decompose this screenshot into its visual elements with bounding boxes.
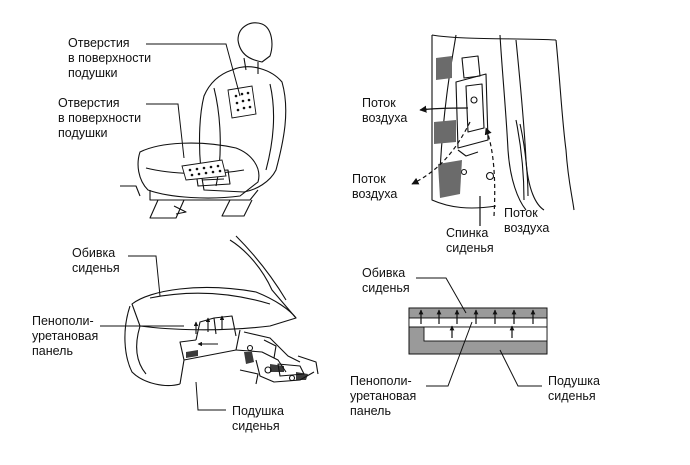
- seatback-dark-patches: [434, 56, 462, 198]
- label-line: сиденья: [232, 419, 280, 433]
- label-section-foam: Пенополи- уретановая панель: [350, 374, 416, 419]
- hole-dots: [188, 91, 252, 177]
- label-line: воздуха: [504, 221, 550, 235]
- label-line: Спинка: [446, 226, 489, 240]
- label-line: Обивка: [362, 266, 406, 280]
- label-line: панель: [32, 344, 73, 358]
- label-line: Отверстия: [58, 96, 120, 110]
- label-line: Обивка: [72, 246, 116, 260]
- label-line: сиденья: [72, 261, 120, 275]
- label-line: Отверстия: [68, 36, 130, 50]
- label-airflow-out-lower: Поток воздуха: [352, 172, 397, 202]
- label-line: Подушка: [548, 374, 600, 388]
- label-line: воздуха: [362, 111, 408, 125]
- label-line: сиденья: [362, 281, 410, 295]
- cross-section-arrows: [418, 309, 536, 338]
- cross-section-illustration: [408, 307, 548, 355]
- label-line: Поток: [352, 172, 386, 186]
- label-line: Поток: [504, 206, 538, 220]
- label-line: в поверхности: [58, 111, 142, 125]
- label-line: подушки: [68, 66, 118, 80]
- label-seatback: Спинка сиденья: [446, 226, 494, 256]
- seatback-airflow-illustration: [431, 34, 575, 211]
- label-cutaway-cover: Обивка сиденья: [72, 246, 120, 276]
- leader-lines-cross-section: [416, 277, 542, 387]
- label-holes-back: Отверстия в поверхности подушки: [68, 36, 151, 81]
- label-line: в поверхности: [68, 51, 152, 65]
- seat-overview-illustration: [120, 22, 287, 219]
- leader-lines-seat: [146, 43, 241, 159]
- label-cutaway-foam: Пенополи- уретановая панель: [32, 314, 98, 359]
- label-line: уретановая: [32, 329, 99, 343]
- label-airflow-in: Поток воздуха: [504, 206, 549, 236]
- label-line: Поток: [362, 96, 396, 110]
- cushion-airflow-arrows: [193, 315, 225, 347]
- label-line: сиденья: [548, 389, 596, 403]
- label-line: уретановая: [350, 389, 417, 403]
- label-line: подушки: [58, 126, 108, 140]
- cushion-cutaway-illustration: [124, 235, 319, 387]
- label-line: воздуха: [352, 187, 398, 201]
- label-line: панель: [350, 404, 391, 418]
- label-airflow-out-upper: Поток воздуха: [362, 96, 407, 126]
- leader-lines-cushion: [100, 255, 226, 411]
- label-section-cover: Обивка сиденья: [362, 266, 410, 296]
- cushion-cutaway-shading: [186, 350, 308, 380]
- seatback-airflow-arrows: [411, 105, 496, 226]
- label-section-cushion: Подушка сиденья: [548, 374, 600, 404]
- label-line: Пенополи-: [32, 314, 94, 328]
- label-line: сиденья: [446, 241, 494, 255]
- label-line: Пенополи-: [350, 374, 412, 388]
- label-holes-cushion: Отверстия в поверхности подушки: [58, 96, 141, 141]
- label-cutaway-cushion: Подушка сиденья: [232, 404, 284, 434]
- label-line: Подушка: [232, 404, 284, 418]
